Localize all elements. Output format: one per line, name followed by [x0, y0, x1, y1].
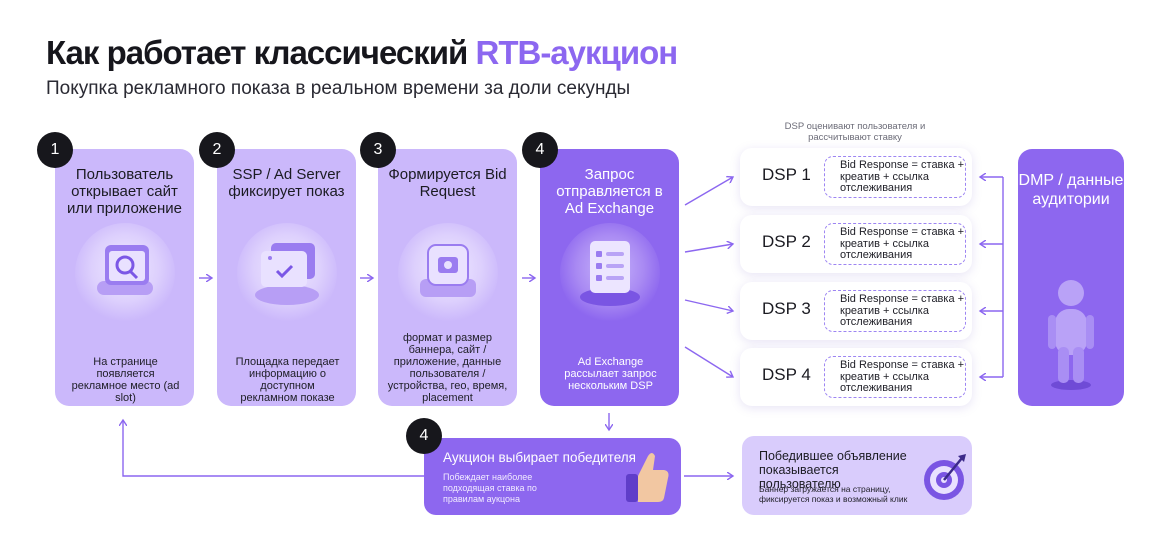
- auction-note: Побеждает наиболее подходящая ставка по …: [443, 472, 537, 504]
- step-3-title: Формируется Bid Request: [388, 166, 507, 200]
- page-subtitle: Покупка рекламного показа в реальном вре…: [46, 78, 631, 99]
- auction-badge: 4: [406, 418, 442, 454]
- step-3-badge: 3: [360, 132, 396, 168]
- winner-note: Баннер загружается на страницу, фиксируе…: [759, 484, 908, 504]
- step-card-1: Пользователь открывает сайт или приложен…: [55, 149, 194, 406]
- browser-search-icon: [97, 245, 153, 295]
- dsp-row-3: DSP 3 Bid Response = ставка + креатив + …: [740, 282, 972, 340]
- dsp-row-4: DSP 4 Bid Response = ставка + креатив + …: [740, 348, 972, 406]
- bid-request-illustration: [398, 223, 498, 323]
- dsp-4-label: DSP 4: [762, 365, 811, 384]
- dsp-row-1: DSP 1 Bid Response = ставка + креатив + …: [740, 148, 972, 206]
- auction-card: Аукцион выбирает победителя Побеждает на…: [424, 438, 681, 515]
- dsp-2-bid-response: Bid Response = ставка + креатив + ссылка…: [824, 223, 966, 265]
- thumbs-up-icon: [626, 453, 669, 502]
- browser-search-illustration: [75, 223, 175, 323]
- dmp-card: DMP / данные аудитории: [1018, 149, 1124, 406]
- ad-exchange-illustration: [560, 223, 660, 323]
- target-icon: [924, 454, 966, 500]
- title-main: Как работает классический: [46, 34, 476, 71]
- window-check-icon: [255, 243, 319, 305]
- document-list-icon: [580, 241, 640, 306]
- step-1-note: На странице появляется рекламное место (…: [71, 356, 180, 404]
- step-2-badge: 2: [199, 132, 235, 168]
- arrow-to-dsp1: [684, 177, 733, 206]
- page-title: Как работает классический RTB-аукцион: [46, 34, 679, 72]
- dsp-caption: DSP оценивают пользователя и рассчитываю…: [784, 121, 926, 143]
- dsp-4-bid-response: Bid Response = ставка + креатив + ссылка…: [824, 356, 966, 398]
- title-accent: RTB-аукцион: [475, 34, 679, 71]
- arrow-to-dsp2: [684, 244, 733, 253]
- arrow-back-to-user: [123, 420, 424, 477]
- step-2-note: Площадка передает информацию о доступном…: [235, 356, 340, 404]
- step-4-title: Запрос отправляется в Ad Exchange: [556, 166, 663, 217]
- dsp-1-bid-response: Bid Response = ставка + креатив + ссылка…: [824, 156, 966, 198]
- dsp-3-bid-response: Bid Response = ставка + креатив + ссылка…: [824, 290, 966, 332]
- step-2-title: SSP / Ad Server фиксирует показ: [228, 166, 345, 200]
- step-4-note: Ad Exchange рассылает запрос нескольким …: [564, 356, 657, 392]
- step-card-2: SSP / Ad Server фиксирует показ Площадка…: [217, 149, 356, 406]
- dmp-title: DMP / данные аудитории: [1018, 172, 1124, 208]
- cube-icon: [420, 244, 476, 297]
- step-1-badge: 1: [37, 132, 73, 168]
- dsp-3-label: DSP 3: [762, 299, 811, 318]
- dsp-2-label: DSP 2: [762, 232, 811, 251]
- step-card-3: Формируется Bid Request формат и размер …: [378, 149, 517, 406]
- winner-card: Победившее объявление показывается польз…: [742, 436, 972, 515]
- step-3-note: формат и размер баннера, сайт /приложени…: [387, 332, 508, 404]
- step-4-badge: 4: [522, 132, 558, 168]
- auction-title: Аукцион выбирает победителя: [443, 450, 636, 465]
- winner-title: Победившее объявление показывается польз…: [759, 449, 907, 491]
- arrow-to-dsp4: [684, 346, 733, 377]
- dsp-1-label: DSP 1: [762, 165, 811, 184]
- arrow-to-dsp3: [684, 299, 733, 311]
- step-card-4: Запрос отправляется в Ad Exchange Ad Exc…: [540, 149, 679, 406]
- dsp-row-2: DSP 2 Bid Response = ставка + креатив + …: [740, 215, 972, 273]
- step-1-title: Пользователь открывает сайт или приложен…: [67, 166, 182, 217]
- ad-server-illustration: [237, 223, 337, 323]
- person-icon: [1048, 280, 1094, 390]
